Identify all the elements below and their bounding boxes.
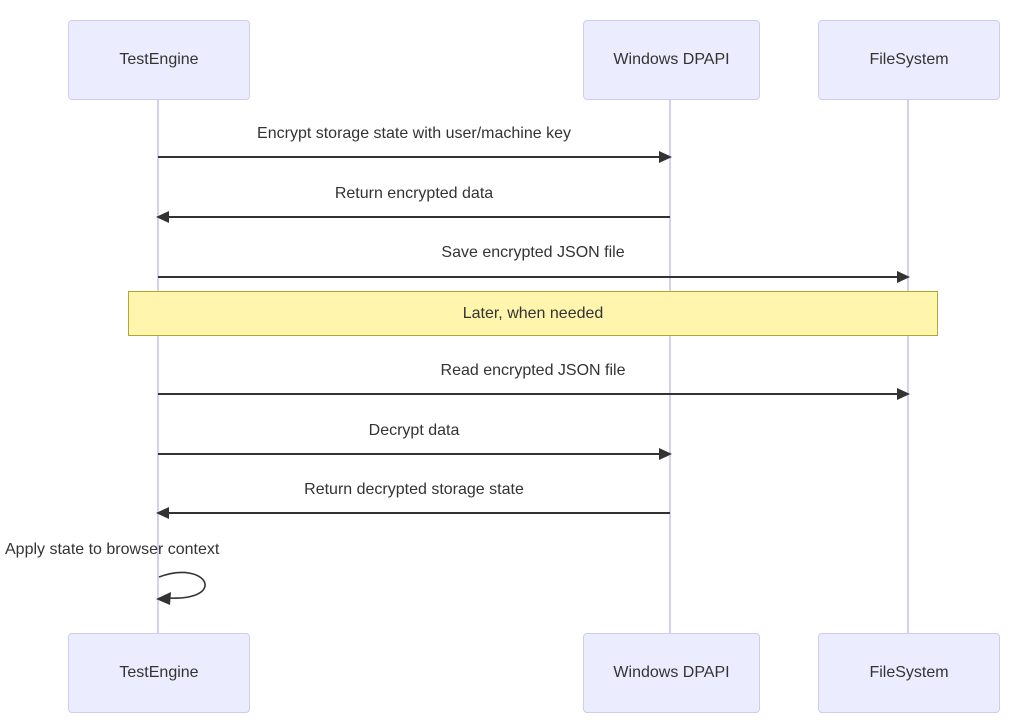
arrowhead-right-icon (897, 271, 910, 283)
message-arrow (156, 507, 670, 519)
lifeline-windows-dpapi (669, 100, 671, 634)
message-arrow (158, 388, 910, 400)
arrowhead-right-icon (897, 388, 910, 400)
message-arrow (158, 151, 672, 163)
message-arrow (158, 448, 672, 460)
actor-top-windows-dpapi: Windows DPAPI (583, 20, 760, 100)
actor-top-filesystem: FileSystem (818, 20, 1000, 100)
actor-top-testengine: TestEngine (68, 20, 250, 100)
arrowhead-right-icon (659, 151, 672, 163)
actor-bottom-testengine: TestEngine (68, 633, 250, 713)
note-later-when-needed: Later, when needed (128, 291, 938, 336)
message-label: Apply state to browser context (5, 541, 220, 558)
message-label: Save encrypted JSON file (441, 244, 625, 261)
message-label: Read encrypted JSON file (440, 362, 626, 379)
message-label: Decrypt data (368, 422, 460, 439)
self-loop-arrow (156, 571, 206, 605)
arrowhead-left-icon (156, 507, 169, 519)
message-arrow (158, 271, 910, 283)
lifeline-filesystem (907, 100, 909, 634)
actor-bottom-filesystem: FileSystem (818, 633, 1000, 713)
arrowhead-left-icon (156, 211, 169, 223)
arrowhead-left-icon (156, 592, 171, 605)
message-label: Return decrypted storage state (304, 481, 524, 498)
arrowhead-right-icon (659, 448, 672, 460)
message-label: Return encrypted data (334, 185, 494, 202)
actor-bottom-windows-dpapi: Windows DPAPI (583, 633, 760, 713)
lifeline-testengine (157, 100, 159, 634)
message-label: Encrypt storage state with user/machine … (257, 125, 571, 142)
message-arrow (156, 211, 670, 223)
